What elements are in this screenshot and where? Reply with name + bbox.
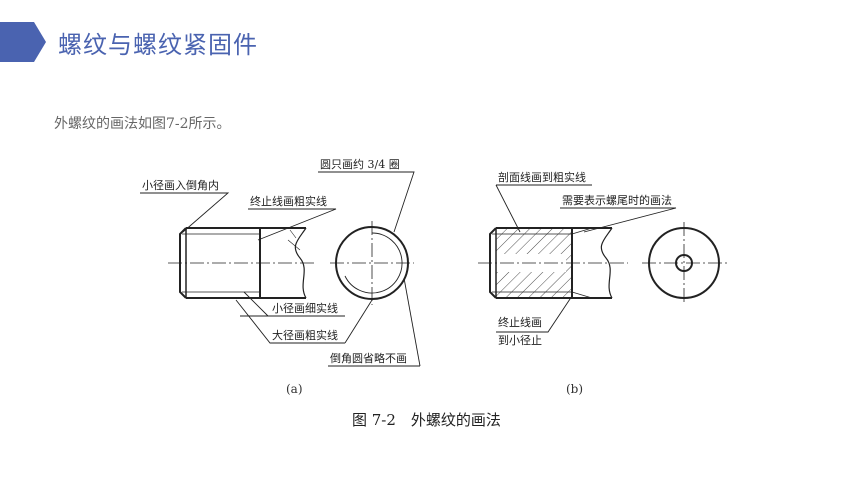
panel-b-label: (b)	[566, 382, 583, 396]
label-chamfer-circle-omitted: 倒角圆省略不画	[330, 351, 407, 365]
panel-b-drawing	[478, 222, 728, 304]
title-chevron-icon	[0, 22, 46, 62]
label-three-quarter-circle: 圆只画约 3/4 圈	[320, 158, 400, 171]
label-minor-dia-into-chamfer: 小径画入倒角内	[142, 178, 219, 192]
label-major-dia-thick: 大径画粗实线	[272, 328, 338, 342]
page-title: 螺纹与螺纹紧固件	[58, 31, 258, 59]
label-end-line-1: 终止线画	[498, 315, 542, 329]
title-bar: 螺纹与螺纹紧固件	[0, 22, 860, 62]
label-section-lines: 剖面线画到粗实线	[498, 170, 586, 184]
label-minor-dia-thin: 小径画细实线	[272, 301, 338, 315]
panel-a-drawing	[168, 221, 414, 305]
label-thread-runout: 需要表示螺尾时的画法	[562, 193, 672, 207]
figure-caption: 图 7-2 外螺纹的画法	[352, 411, 501, 429]
panel-a-label: (a)	[286, 382, 303, 396]
panel-b-leaders	[495, 184, 677, 333]
intro-text: 外螺纹的画法如图7-2所示。	[54, 116, 231, 132]
label-end-line-2: 到小径止	[498, 334, 542, 347]
panel-a-leaders	[140, 171, 421, 367]
label-end-line-thick: 终止线画粗实线	[250, 194, 327, 208]
